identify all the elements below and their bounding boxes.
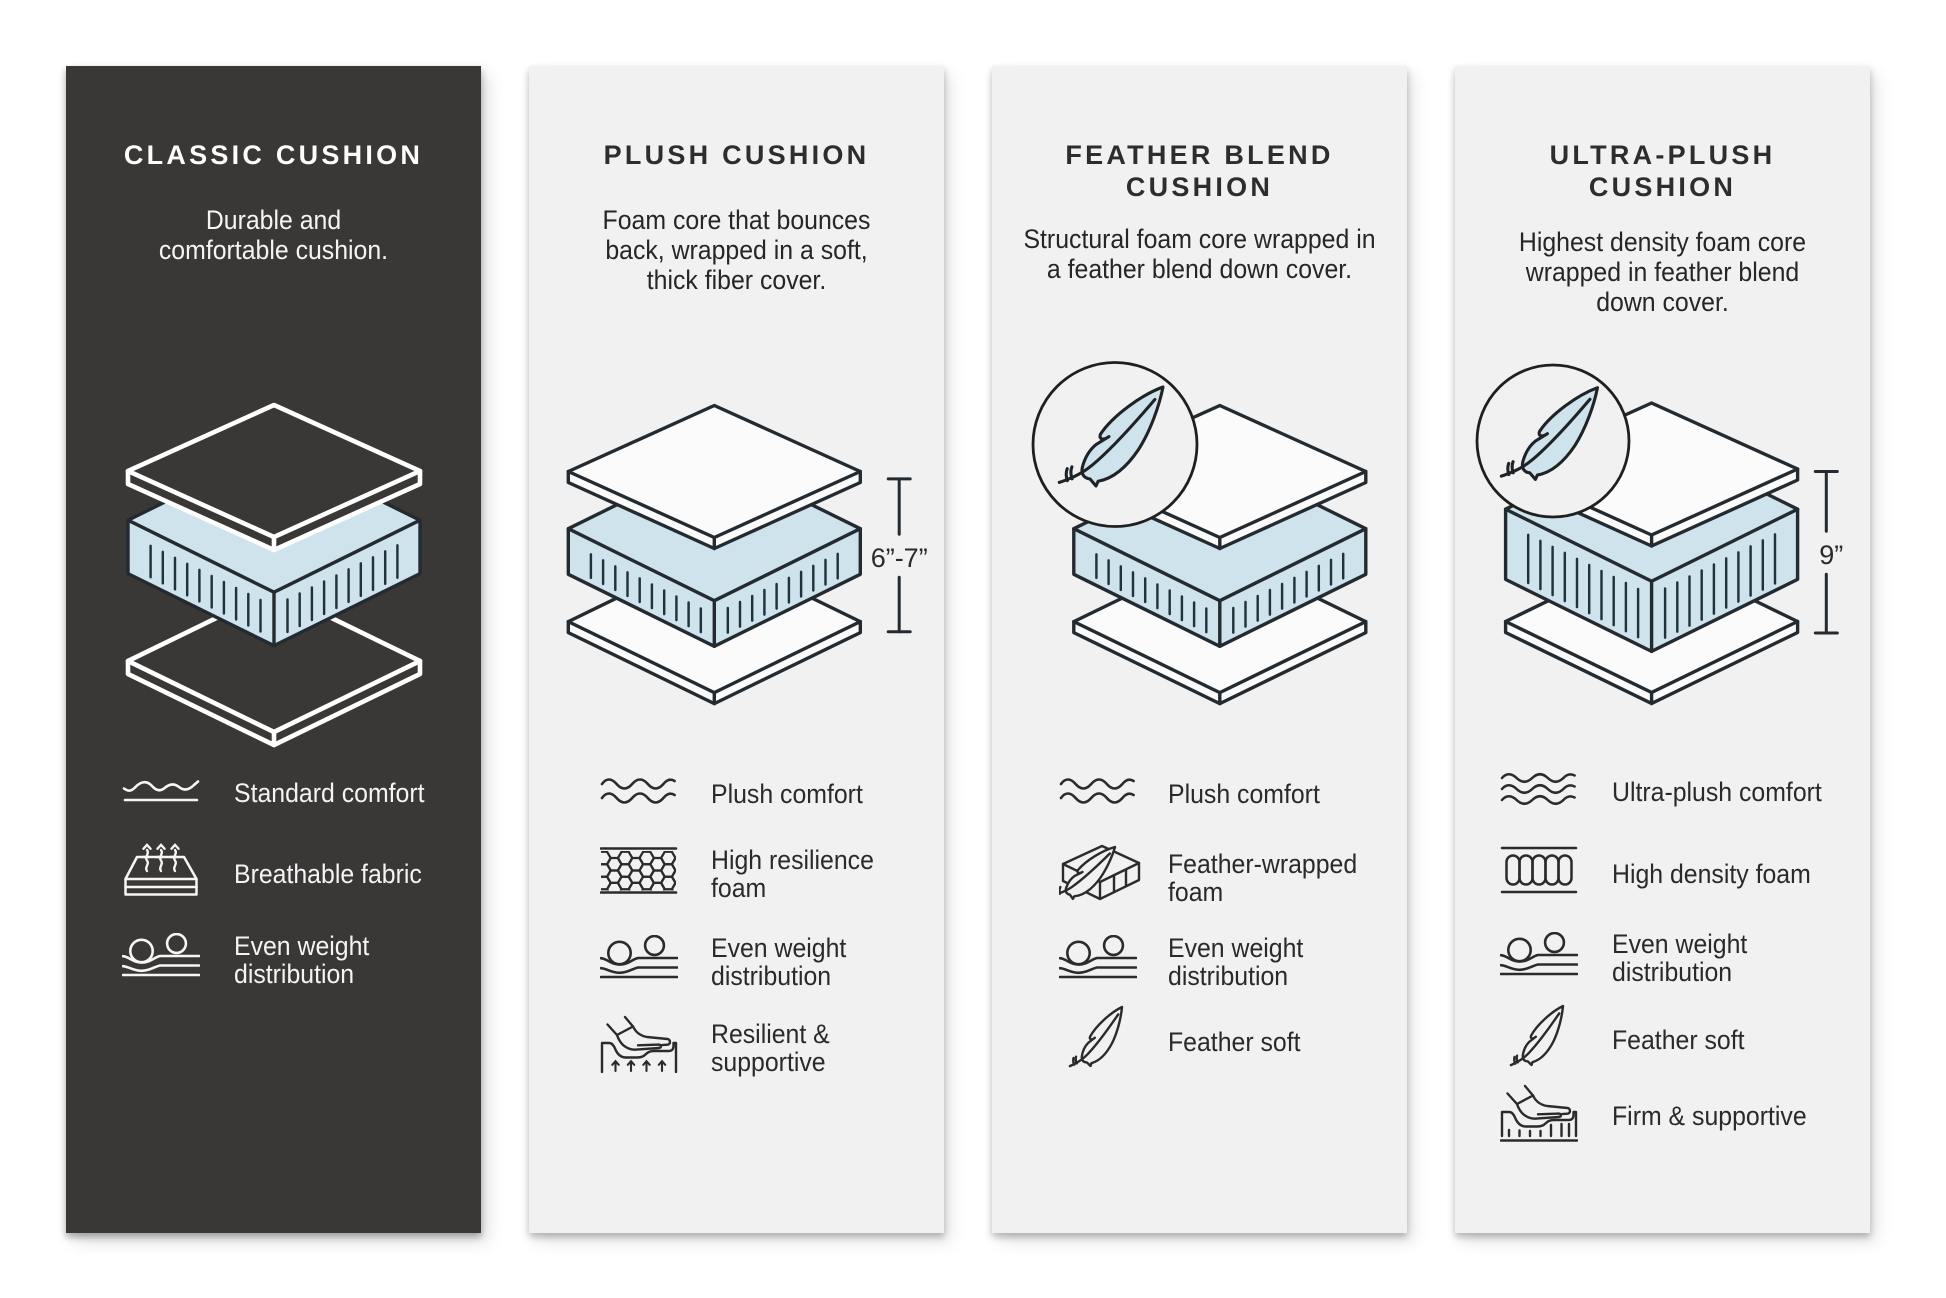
svg-text:9”: 9” bbox=[1819, 540, 1843, 570]
svg-text:6”-7”: 6”-7” bbox=[871, 543, 928, 573]
